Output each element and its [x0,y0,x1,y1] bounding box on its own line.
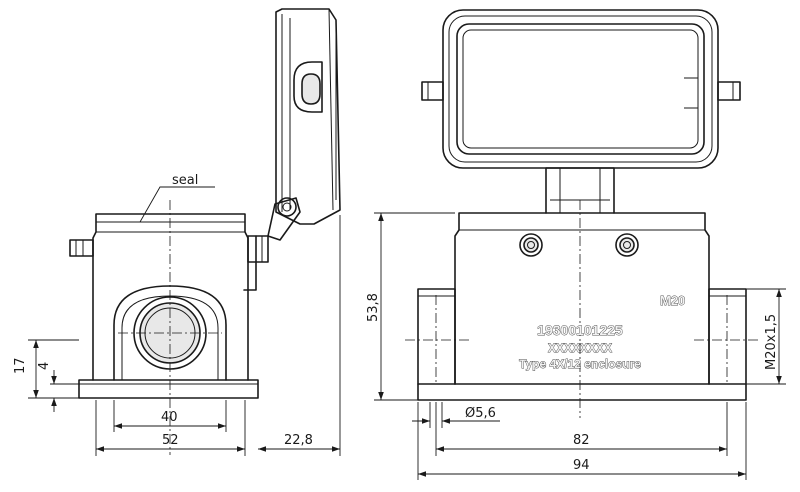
dim-53-8-label: 53,8 [366,293,381,322]
front-housing-body [454,212,710,385]
lid-frame-outer [442,9,719,169]
front-view: M20 19300101225 XXXXXXXX Type 4X/12 encl… [366,9,786,480]
side-view: seal 17 4 40 52 22,8 [13,8,341,456]
open-lid [275,8,341,225]
locking-peg-left [69,239,94,257]
dim-17-label: 17 [13,357,28,374]
base-flange [78,379,259,399]
dim-40-label: 40 [161,410,178,425]
marking-code: XXXXXXXX [548,341,612,355]
dim-5-6-label: Ø5,6 [465,406,496,421]
marking-thread-size: M20 [660,293,685,308]
marking-rating: Type 4X/12 enclosure [519,357,641,371]
dim-52-label: 52 [162,433,179,448]
frame-peg-left [421,81,444,101]
left-boss [417,288,456,385]
front-base-plate [417,383,747,401]
right-boss [708,288,747,385]
lid-knob [293,61,323,113]
dim-82-label: 82 [573,433,590,448]
dim-22-8-label: 22,8 [284,433,313,448]
lid-hinge [277,197,297,217]
marking-part-number: 19300101225 [537,322,623,338]
dim-4-label: 4 [37,362,52,370]
dim-94-label: 94 [573,458,590,473]
seal-label: seal [172,173,198,188]
dim-thread-label: M20x1,5 [764,314,779,370]
lid-frame-inner [456,23,705,155]
screw-right [615,233,639,257]
frame-peg-right [717,81,741,101]
screw-left [519,233,543,257]
lever-bracket [247,235,269,263]
